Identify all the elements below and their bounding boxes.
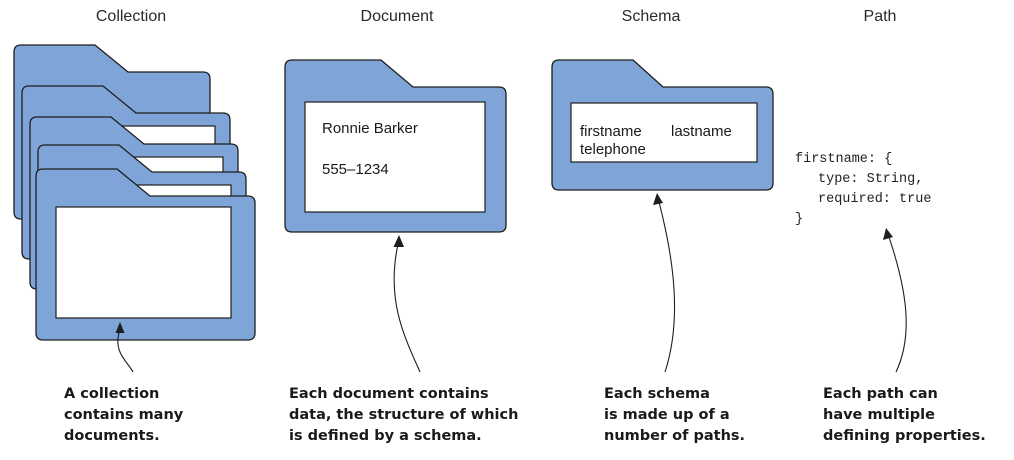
- caption-path-line: Each path can: [823, 386, 938, 402]
- document-pointer-arrow: [393, 235, 421, 373]
- heading-collection: Collection: [95, 8, 167, 25]
- schema-card: [570, 102, 758, 163]
- schema-field-telephone: telephone: [580, 141, 646, 158]
- schema-pointer-arrow: [653, 193, 676, 373]
- caption-schema-line: Each schema: [604, 386, 710, 402]
- schema-field-lastname: lastname: [671, 123, 732, 140]
- path-code-line-1: firstname: {: [795, 152, 892, 167]
- caption-collection-line: A collection: [64, 386, 160, 402]
- caption-document-line: Each document contains: [289, 386, 489, 402]
- schema-folder: firstname lastname telephone: [551, 59, 774, 191]
- caption-collection-line: contains many: [64, 407, 184, 423]
- collection-folder-stack: [13, 44, 256, 341]
- path-code-line-3: required: true: [818, 192, 931, 207]
- caption-collection: A collection contains many documents.: [64, 384, 183, 447]
- path-pointer-arrow: [883, 228, 907, 373]
- caption-document: Each document contains data, the structu…: [289, 384, 518, 447]
- caption-document-line: is defined by a schema.: [289, 428, 482, 444]
- caption-path-line: defining properties.: [823, 428, 986, 444]
- caption-schema-line: number of paths.: [604, 428, 746, 444]
- document-name-text: Ronnie Barker: [322, 120, 418, 137]
- heading-schema: Schema: [621, 8, 681, 25]
- caption-schema-line: is made up of a: [604, 407, 730, 423]
- caption-schema: Each schema is made up of a number of pa…: [604, 384, 745, 447]
- heading-path: Path: [863, 8, 897, 25]
- heading-document: Document: [360, 8, 434, 25]
- path-code-line-4: }: [795, 212, 803, 227]
- schema-field-firstname: firstname: [580, 123, 642, 140]
- path-code-block: firstname: { type: String, required: tru…: [795, 152, 931, 227]
- caption-path: Each path can have multiple defining pro…: [823, 384, 986, 447]
- path-code-line-2: type: String,: [818, 172, 923, 187]
- caption-document-line: data, the structure of which: [289, 407, 519, 423]
- document-folder: Ronnie Barker 555–1234: [284, 59, 507, 233]
- collection-pointer-arrow: [115, 322, 134, 373]
- caption-path-line: have multiple: [823, 407, 935, 423]
- collection-folder-5: [35, 168, 256, 341]
- caption-collection-line: documents.: [64, 428, 160, 444]
- document-card: [304, 101, 486, 213]
- document-phone-text: 555–1234: [322, 161, 389, 178]
